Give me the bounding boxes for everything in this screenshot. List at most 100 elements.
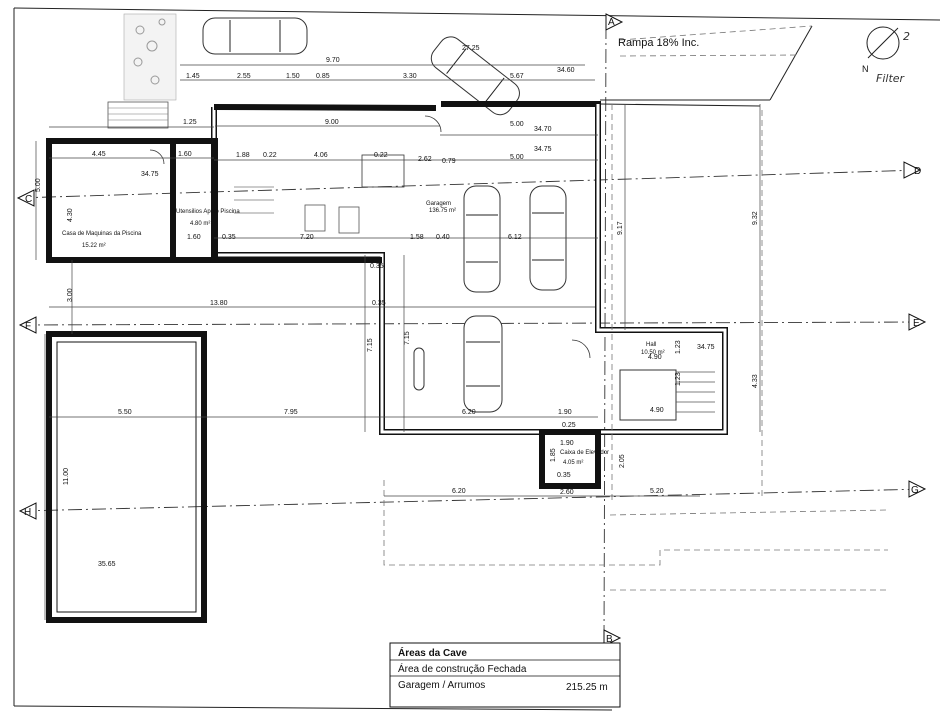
axis-label-b: B — [606, 634, 613, 645]
axis-marker-c: C — [16, 189, 35, 207]
dim-0-40: 0.40 — [436, 234, 450, 241]
dim-1-90: 1.90 — [558, 409, 572, 416]
sheet-border — [13, 7, 941, 711]
dim-1-60-b: 1.60 — [187, 234, 201, 241]
motorbike — [413, 347, 425, 391]
room-labels: Garagem 136.75 m² Casa de Maquinas da Pi… — [62, 201, 665, 466]
ramp-area: Rampa 18% Inc. — [599, 25, 813, 107]
hall-area: 10.50 m² — [641, 350, 665, 356]
dim-4-45: 4.45 — [92, 151, 106, 158]
dim-1-60: 1.60 — [178, 151, 192, 158]
dim-6-20: 6.20 — [462, 409, 476, 416]
dim-1-58: 1.58 — [410, 234, 424, 241]
dim-4-06: 4.06 — [314, 152, 328, 159]
dim-6-20-b: 6.20 — [452, 488, 466, 495]
north-label: N — [862, 64, 869, 74]
dim-1-23: 1.23 — [675, 340, 682, 354]
level-34-70: 34.70 — [534, 126, 552, 133]
title-row-garage-label: Garagem / Arrumos — [398, 680, 485, 691]
dim-9-70: 9.70 — [326, 57, 340, 64]
axis-marker-a: A — [605, 13, 624, 31]
dim-5-00: 5.00 — [510, 121, 524, 128]
exterior-stairs — [107, 101, 169, 129]
dim-1-23-b: 1.23 — [675, 372, 682, 386]
dim-2-62: 2.62 — [418, 156, 432, 163]
dim-0-85: 0.85 — [316, 73, 330, 80]
utility-name: Utensilios Apoio Piscina — [176, 209, 240, 215]
dim-9-17: 9.17 — [617, 221, 624, 235]
axis-label-c: C — [25, 194, 32, 205]
dim-0-25: 0.25 — [562, 422, 576, 429]
axis-marker-h: H — [18, 502, 37, 520]
dim-3-30: 3.30 — [403, 73, 417, 80]
title-row-closed-area: Área de construção Fechada — [398, 662, 527, 675]
title-block: Áreas da Cave Área de construção Fechada… — [389, 642, 621, 708]
level-34-75-b: 34.75 — [534, 146, 552, 153]
building-walls — [46, 101, 728, 623]
dim-9-32: 9.32 — [752, 211, 759, 225]
dim-6-12: 6.12 — [508, 234, 522, 241]
garage-car-3 — [463, 315, 503, 413]
signature: Filter — [876, 72, 906, 85]
sheet-number: 2 — [903, 30, 910, 43]
dim-1-45: 1.45 — [186, 73, 200, 80]
axis-markers: A B C D E F G H — [16, 13, 927, 647]
axis-marker-b: B — [603, 629, 622, 647]
site-outline — [383, 104, 889, 591]
dim-1-90-b: 1.90 — [560, 440, 574, 447]
hall-name: Hall — [646, 342, 656, 348]
axis-label-e: E — [913, 318, 920, 329]
dim-5-00-b: 5.00 — [510, 154, 524, 161]
dim-7-20: 7.20 — [300, 234, 314, 241]
dim-0-79: 0.79 — [442, 158, 456, 165]
title-heading: Áreas da Cave — [398, 646, 467, 659]
pool-walls — [46, 331, 207, 623]
dim-0-35-d: 0.35 — [557, 472, 571, 479]
utility-area: 4.80 m² — [190, 221, 210, 227]
level-34-75: 34.75 — [141, 171, 159, 178]
level-markers: 34.75 34.60 34.70 34.75 34.75 35.65 27.2… — [98, 45, 715, 568]
level-35-65: 35.65 — [98, 561, 116, 568]
elevator-walls — [539, 429, 601, 489]
axis-label-g: G — [911, 485, 919, 496]
dim-0-22-b: 0.22 — [374, 152, 388, 159]
dim-7-15-b: 7.15 — [404, 331, 411, 345]
dim-2-55: 2.55 — [237, 73, 251, 80]
axis-lines — [17, 24, 926, 641]
axis-line-f-e — [19, 321, 926, 326]
dim-13-80: 13.80 — [210, 300, 228, 307]
level-27-25: 27.25 — [462, 45, 480, 52]
dim-9-00: 9.00 — [325, 119, 339, 126]
dim-5-00-c: 5.00 — [35, 178, 42, 192]
title-row-garage-value: 215.25 m — [566, 682, 608, 693]
interior-details — [149, 115, 715, 421]
dim-11-00: 11.00 — [63, 468, 70, 485]
garden-patch — [123, 13, 177, 101]
ramp-label: Rampa 18% Inc. — [618, 37, 699, 49]
dim-5-67: 5.67 — [510, 73, 524, 80]
dim-5-20: 5.20 — [650, 488, 664, 495]
dim-0-35-b: 0.35 — [370, 263, 384, 270]
dim-7-15: 7.15 — [367, 338, 374, 352]
dim-5-50: 5.50 — [118, 409, 132, 416]
axis-marker-d: D — [903, 161, 921, 179]
dim-4-30: 4.30 — [67, 208, 74, 222]
dim-1-85: 1.85 — [550, 448, 557, 462]
north-arrow: N 2 Filter — [862, 26, 910, 85]
axis-label-f: F — [25, 321, 31, 332]
dimension-texts: 9.70 1.45 2.55 1.50 0.85 3.30 5.67 9.00 … — [35, 57, 759, 496]
level-34-60: 34.60 — [557, 67, 575, 74]
axis-label-d: D — [914, 166, 921, 177]
dimension-lines — [35, 64, 761, 620]
axis-line-c-d — [17, 169, 921, 199]
elevator-area: 4.05 m² — [563, 460, 583, 466]
dim-2-05: 2.05 — [619, 454, 626, 468]
axis-label-h: H — [24, 507, 31, 518]
level-34-75-c: 34.75 — [697, 344, 715, 351]
dim-1-25: 1.25 — [183, 119, 197, 126]
dim-0-22: 0.22 — [263, 152, 277, 159]
parked-car-top — [202, 17, 308, 55]
dim-0-35: 0.35 — [222, 234, 236, 241]
axis-label-a: A — [608, 17, 615, 28]
